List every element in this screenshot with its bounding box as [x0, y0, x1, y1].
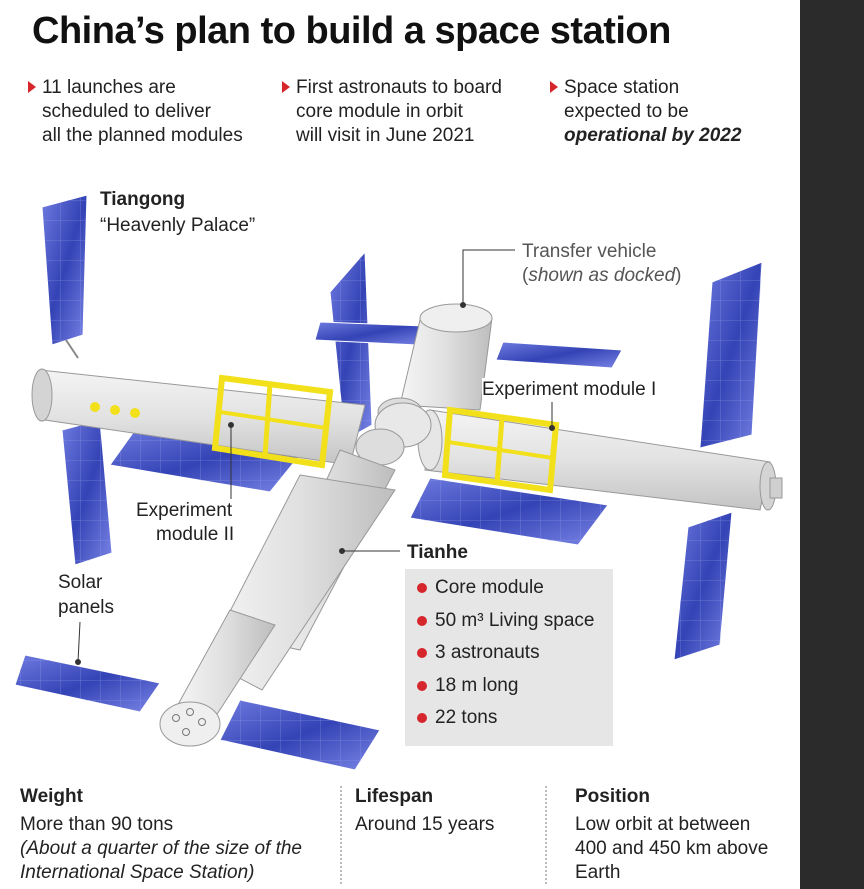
label-experiment-module-ii-line1: Experiment	[136, 499, 233, 523]
docking-node	[355, 402, 432, 466]
leader-lines	[75, 249, 555, 665]
footer-lifespan: Lifespan Around 15 years	[355, 786, 495, 835]
bullet-triangle-icon	[28, 81, 36, 93]
tianhe-facts-box: Core module 50 m³ Living space 3 astrona…	[405, 569, 613, 746]
dark-sidebar	[800, 0, 864, 889]
bullet-dot-icon	[417, 713, 427, 723]
solar-panel-upper-right	[699, 261, 763, 449]
footer-weight: Weight More than 90 tons (About a quarte…	[20, 786, 303, 883]
label-tiangong: Tiangong	[100, 189, 186, 210]
divider	[545, 786, 547, 884]
label-experiment-module-i: Experiment module I	[482, 378, 657, 402]
bullet-dot-icon	[417, 648, 427, 658]
space-station-diagram	[14, 194, 783, 770]
solar-panel-lower-right	[673, 511, 733, 661]
bullet-astronauts: First astronauts to board core module in…	[282, 76, 502, 148]
label-transfer-vehicle-note: shown as docked	[528, 265, 676, 286]
bullet-dot-icon	[417, 583, 427, 593]
divider	[340, 786, 342, 884]
solar-panel-upper-left	[41, 194, 88, 359]
solar-panel-transfer-left	[314, 321, 426, 346]
solar-panel-center	[329, 250, 373, 441]
page-title: China’s plan to build a space station	[32, 10, 671, 52]
label-experiment-module-ii-line2: module II	[156, 523, 235, 547]
solar-panel-mid-right	[409, 477, 609, 546]
label-tianhe: Tianhe	[407, 542, 468, 563]
bullet-triangle-icon	[282, 81, 290, 93]
footer-position: Position Low orbit at between 400 and 45…	[575, 786, 769, 883]
experiment-module-ii	[31, 368, 366, 469]
label-tiangong-subtitle: “Heavenly Palace”	[100, 215, 256, 236]
solar-panel-bottom-right	[219, 699, 381, 770]
bullet-dot-icon	[417, 616, 427, 626]
label-solar-line2: panels	[58, 597, 114, 618]
solar-panel-transfer-right	[495, 341, 623, 369]
bullet-launches: 11 launches are scheduled to deliver all…	[28, 76, 243, 148]
solar-panel-lower-left	[61, 419, 113, 566]
bullet-triangle-icon	[550, 81, 558, 93]
solar-panel-bottom-left	[14, 654, 161, 713]
tianhe-core-module	[159, 449, 396, 747]
bullet-operational: Space station expected to be operational…	[550, 76, 741, 148]
bullet-dot-icon	[417, 681, 427, 691]
infographic-card: China’s plan to build a space station 11…	[0, 0, 800, 889]
label-transfer-vehicle: Transfer vehicle	[522, 241, 657, 262]
label-solar-line1: Solar	[58, 572, 103, 593]
